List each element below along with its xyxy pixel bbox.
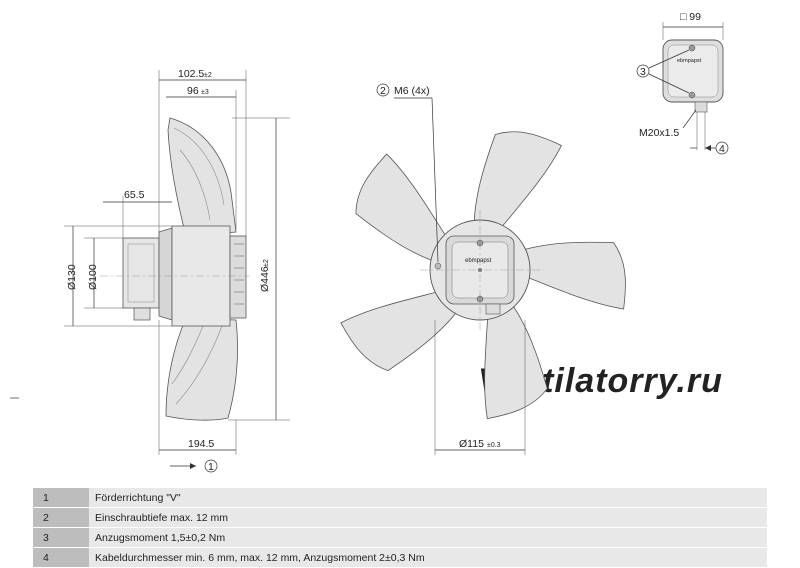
- screw-label: M6 (4x): [394, 85, 430, 97]
- callout-2: 2: [380, 85, 386, 97]
- dim-102-5: 102.5: [178, 68, 204, 80]
- legend-number: 4: [33, 547, 89, 568]
- legend-number: 1: [33, 488, 89, 508]
- legend-text: Kabeldurchmesser min. 6 mm, max. 12 mm, …: [89, 547, 767, 568]
- box-brand-label: ebmpapst: [677, 58, 702, 64]
- callout-3: 3: [640, 66, 646, 78]
- fan-blade: [484, 299, 548, 420]
- gland-label: M20x1.5: [639, 127, 679, 139]
- front-brand-label: ebmpapst: [465, 258, 492, 264]
- dim-102-5-tol: ±2: [204, 72, 212, 79]
- dim-115: Ø115: [459, 438, 484, 450]
- dim-96: 96: [187, 85, 199, 97]
- dim-446: Ø446: [259, 266, 271, 292]
- dim-99: □ 99: [680, 11, 701, 23]
- dim-96-tol: ±3: [201, 89, 209, 96]
- terminal-box-dimensions: □ 99 3 M20x1.5 4: [636, 11, 729, 155]
- legend-text: Förderrichtung "V": [89, 488, 767, 508]
- technical-drawing: Ventilatorry.ru 102.5 ±2 96 ±3: [10, 11, 729, 473]
- dim-446-tol: ±2: [263, 259, 270, 267]
- dim-194-5: 194.5: [188, 438, 214, 450]
- fan-blade: [517, 241, 626, 310]
- dim-130: Ø130: [66, 264, 78, 290]
- callout-4: 4: [719, 143, 725, 155]
- fan-front-view: ebmpapst: [340, 131, 626, 420]
- legend-number: 2: [33, 507, 89, 528]
- fan-blade: [340, 291, 461, 372]
- terminal-box-view: ebmpapst: [662, 39, 724, 150]
- callout-1: 1: [208, 461, 214, 473]
- side-view-dimensions: 102.5 ±2 96 ±3 65.5 Ø130 Ø100 Ø446 ±2 19…: [10, 68, 290, 473]
- dim-65-5: 65.5: [124, 189, 145, 201]
- legend-number: 3: [33, 527, 89, 548]
- fan-side-view: [100, 117, 250, 421]
- legend-text: Anzugsmoment 1,5±0,2 Nm: [89, 527, 767, 548]
- legend-text: Einschraubtiefe max. 12 mm: [89, 507, 767, 528]
- dim-100: Ø100: [87, 264, 99, 290]
- front-view-dimensions: 2 M6 (4x) Ø115 ±0.3: [376, 83, 526, 455]
- fan-blade: [473, 131, 563, 229]
- fan-blade: [355, 153, 446, 264]
- dim-115-tol: ±0.3: [487, 442, 501, 449]
